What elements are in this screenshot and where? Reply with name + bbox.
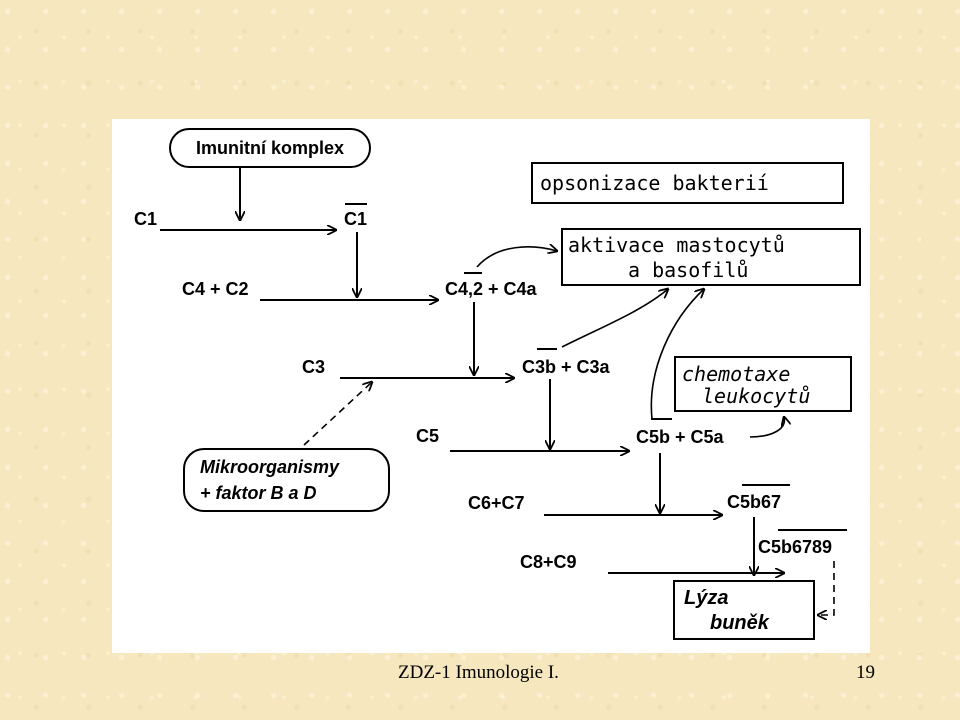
node-c5b-c5a: C5b + C5a (636, 427, 725, 447)
microorganisms-node: Mikroorganismy + faktor B a D (183, 448, 390, 512)
mast-activation-label-line2: a basofilů (628, 258, 748, 282)
opsonization-box: opsonizace bakterií (531, 162, 844, 204)
node-c8-c9: C8+C9 (520, 552, 577, 572)
lysis-label-line1: Lýza (684, 587, 728, 609)
chemotaxis-label-line2: leukocytů (702, 384, 810, 408)
footer-page-number: 19 (856, 662, 875, 683)
lysis-label-line2: buněk (710, 612, 770, 634)
node-c4-c2: C4 + C2 (182, 279, 249, 299)
footer-course: ZDZ-1 Imunologie I. (398, 662, 559, 683)
node-c3: C3 (302, 357, 325, 377)
immune-complex-node: Imunitní komplex (169, 128, 371, 168)
mast-activation-box: aktivace mastocytů a basofilů (561, 228, 861, 286)
diagram-canvas: Imunitní komplex C1 C1 C4 + C2 C4,2 + C4… (134, 128, 861, 640)
arrow-c5a-to-chemotaxis (749, 417, 784, 438)
microorganisms-label-line1: Mikroorganismy (200, 457, 340, 477)
immune-complex-label: Imunitní komplex (196, 138, 344, 158)
microorganisms-label-line2: + faktor B a D (200, 483, 317, 503)
arrow-c3a-to-mast (561, 289, 668, 348)
complement-cascade-diagram: Imunitní komplex C1 C1 C4 + C2 C4,2 + C4… (112, 119, 870, 653)
arrow-c5a-to-mast (650, 289, 704, 420)
node-c6-c7: C6+C7 (468, 493, 525, 513)
node-c3b-c3a: C3b + C3a (522, 357, 611, 377)
arrow-c5b6789-to-lysis (818, 561, 835, 615)
mast-activation-label-line1: aktivace mastocytů (568, 233, 785, 257)
lysis-box: Lýza buněk (673, 580, 815, 640)
chemotaxis-label-line1: chemotaxe (682, 362, 790, 386)
node-c5: C5 (416, 426, 439, 446)
chemotaxis-box: chemotaxe leukocytů (674, 356, 852, 412)
node-c42-c4a: C4,2 + C4a (445, 279, 538, 299)
node-c1-active: C1 (344, 209, 367, 229)
node-c5b6789: C5b6789 (758, 537, 832, 557)
opsonization-label: opsonizace bakterií (540, 171, 769, 195)
node-c1: C1 (134, 209, 157, 229)
arrow-microorganisms-to-c3 (303, 382, 372, 446)
node-c5b67: C5b67 (727, 492, 781, 512)
arrow-c4a-to-mast (476, 247, 557, 268)
